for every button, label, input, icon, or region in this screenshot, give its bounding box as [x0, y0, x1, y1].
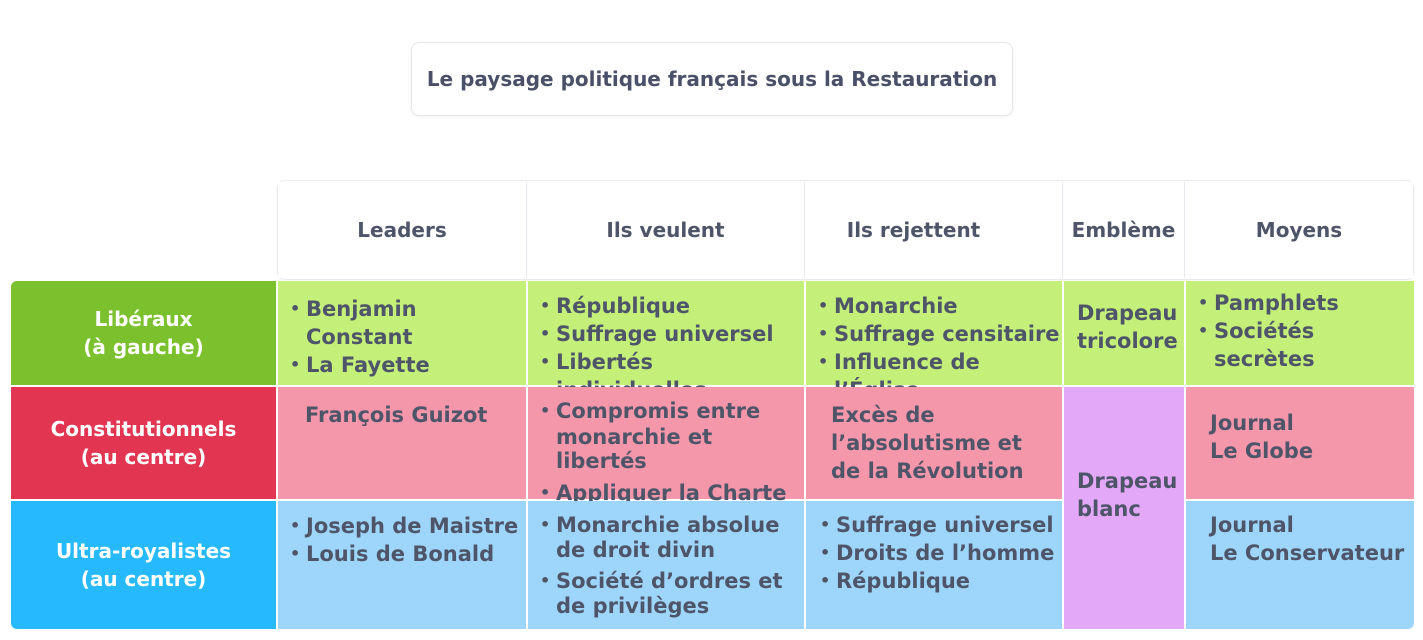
- row-label-position: (au centre): [80, 567, 207, 591]
- text-line: de la Révolution: [831, 459, 1024, 483]
- row-label-title: Constitutionnels: [50, 417, 237, 441]
- row-label-ultras: Ultra-royalistes (au centre): [11, 501, 276, 629]
- list-item: Joseph de Maistre: [290, 512, 526, 540]
- cell-liberaux-embleme: Drapeau tricolore: [1064, 281, 1184, 385]
- item-line: Compromis entre: [556, 399, 761, 423]
- header-ils-veulent: Ils veulent: [527, 182, 805, 278]
- embleme-line: tricolore: [1077, 329, 1178, 353]
- item-line: monarchie et libertés: [556, 425, 713, 473]
- list-item: Droits de l’homme: [820, 539, 1062, 567]
- cell-liberaux-moyens: Pamphlets Sociétés secrètes: [1186, 281, 1414, 385]
- cell-liberaux-veulent: République Suffrage universel Libertés i…: [528, 281, 804, 402]
- list-item: Benjamin Constant: [290, 295, 526, 351]
- header-moyens: Moyens: [1185, 182, 1413, 278]
- header-leaders: Leaders: [278, 182, 527, 278]
- moyens-line: Journal: [1210, 411, 1294, 435]
- item-line: de droit divin: [556, 538, 716, 562]
- moyens-line: Le Globe: [1210, 439, 1314, 463]
- leader-name: François Guizot: [305, 403, 488, 427]
- list-item: République: [820, 567, 1062, 595]
- text-line: l’absolutisme et: [831, 431, 1022, 455]
- header-embleme: Emblème: [1063, 182, 1185, 278]
- item-line: de privilèges: [556, 594, 710, 618]
- list-item: Suffrage universel: [540, 320, 804, 348]
- cell-liberaux-rejettent: Monarchie Suffrage censitaire Influence …: [806, 281, 1062, 402]
- item-line: Société d’ordres et: [556, 569, 783, 593]
- cell-ultras-moyens: Journal Le Conservateur: [1186, 501, 1414, 629]
- row-label-constitutionnels: Constitutionnels (au centre): [11, 387, 276, 499]
- text-line: Excès de: [831, 403, 935, 427]
- list-item: Monarchie: [818, 292, 1062, 320]
- cell-drapeau-blanc: Drapeau blanc: [1064, 387, 1184, 629]
- cell-ultras-leaders: Joseph de Maistre Louis de Bonald: [278, 501, 526, 629]
- list-item: Sociétés secrètes: [1198, 317, 1414, 373]
- header-ils-rejettent: Ils rejettent: [805, 182, 1063, 278]
- list-item: Louis de Bonald: [290, 540, 526, 568]
- cell-constitutionnels-leaders: François Guizot: [278, 387, 526, 499]
- list-item: La Fayette: [290, 351, 526, 379]
- row-label-position: (à gauche): [83, 335, 204, 359]
- embleme-line: Drapeau: [1077, 301, 1178, 325]
- list-item: Suffrage censitaire: [818, 320, 1062, 348]
- cell-ultras-rejettent: Suffrage universel Droits de l’homme Rép…: [806, 501, 1062, 629]
- row-label-title: Ultra-royalistes: [55, 539, 232, 563]
- row-label-liberaux: Libéraux (à gauche): [11, 281, 276, 385]
- cell-constitutionnels-moyens: Journal Le Globe: [1186, 387, 1414, 499]
- row-label-position: (au centre): [80, 445, 207, 469]
- header-frame: [277, 180, 1414, 280]
- row-label-title: Libéraux: [94, 307, 193, 331]
- embleme-line: Drapeau: [1077, 469, 1178, 493]
- page-title: Le paysage politique français sous la Re…: [411, 42, 1013, 116]
- cell-liberaux-leaders: Benjamin Constant La Fayette: [278, 281, 526, 385]
- item-line: Monarchie absolue: [556, 513, 780, 537]
- cell-constitutionnels-rejettent: Excès de l’absolutisme et de la Révoluti…: [806, 387, 1062, 499]
- list-item: Suffrage universel: [820, 511, 1062, 539]
- embleme-line: blanc: [1077, 497, 1141, 521]
- moyens-line: Journal: [1210, 513, 1294, 537]
- moyens-line: Le Conservateur: [1210, 541, 1405, 565]
- list-item: Pamphlets: [1198, 289, 1414, 317]
- list-item: République: [540, 292, 804, 320]
